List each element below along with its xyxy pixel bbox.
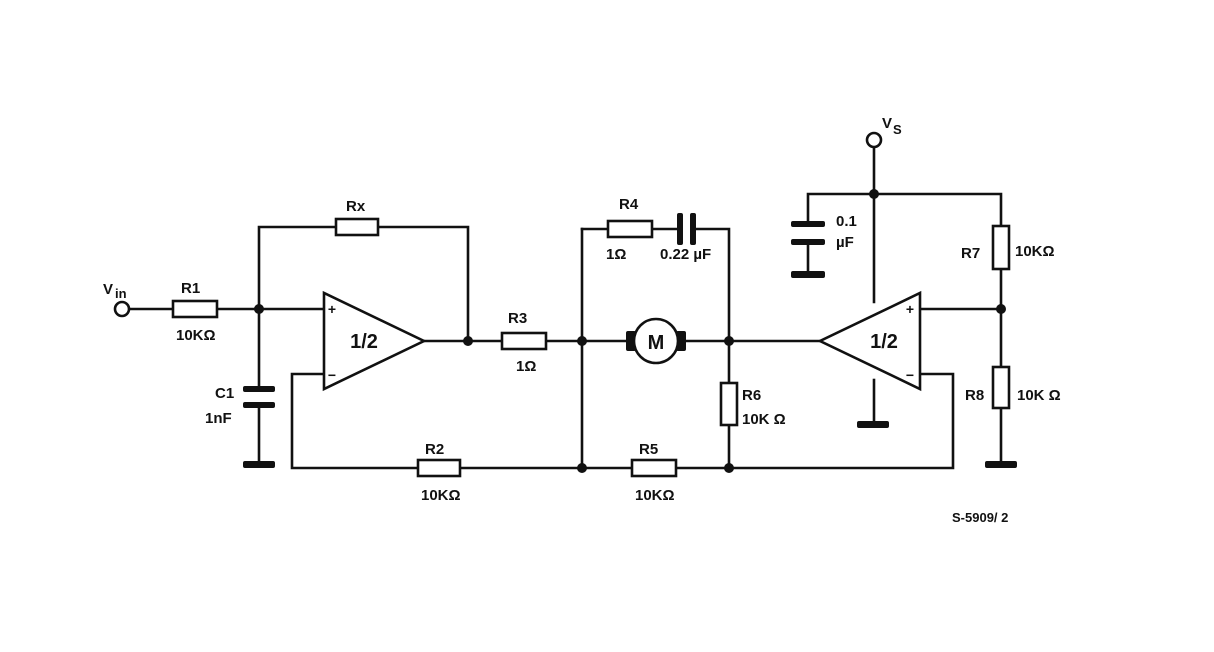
opamp-left-label: 1/2 <box>350 331 378 353</box>
input-label: V in <box>103 281 127 301</box>
resistor-r5 <box>630 458 678 478</box>
motor-body <box>632 317 680 365</box>
resistor-r4 <box>606 219 654 239</box>
r7-name: R7 <box>961 245 980 262</box>
input-subscript: in <box>115 286 127 301</box>
capacitor-plate <box>791 221 825 227</box>
capacitor-r4-series <box>677 213 696 245</box>
capacitor-supply <box>791 221 825 245</box>
resistor-r6 <box>719 381 739 427</box>
junction <box>463 336 473 346</box>
r8-name: R8 <box>965 387 984 404</box>
r4-name: R4 <box>619 196 639 213</box>
c-r4-value: 0.22 µF <box>660 246 711 263</box>
resistor-r1 <box>171 299 219 319</box>
junctions <box>254 189 1006 473</box>
ground-supply-cap <box>791 271 825 278</box>
c-supply-value-2: µF <box>836 234 854 251</box>
r1-name: R1 <box>181 280 200 297</box>
r6-value: 10K Ω <box>742 411 786 428</box>
resistor-r8 <box>991 365 1011 410</box>
r4-value: 1Ω <box>606 246 626 263</box>
junction <box>577 336 587 346</box>
r6-name: R6 <box>742 387 761 404</box>
junction <box>996 304 1006 314</box>
junction <box>254 304 264 314</box>
input-symbol: V <box>103 281 113 298</box>
r7-value: 10KΩ <box>1015 243 1055 260</box>
motor: M <box>626 317 686 365</box>
ground-r8 <box>985 461 1017 468</box>
resistor-r3 <box>500 331 548 351</box>
supply-subscript: S <box>893 122 902 137</box>
r5-value: 10KΩ <box>635 487 675 504</box>
junction <box>724 336 734 346</box>
supply-terminal <box>865 131 883 149</box>
capacitor-plate <box>243 386 275 392</box>
capacitor-plate <box>243 402 275 408</box>
resistor-r2 <box>416 458 462 478</box>
capacitor-c1 <box>243 386 275 408</box>
supply-symbol: V <box>882 115 892 132</box>
junction <box>577 463 587 473</box>
r2-name: R2 <box>425 441 444 458</box>
wire-supply <box>806 146 1003 464</box>
opamp-right <box>816 290 922 392</box>
ground-c1 <box>243 461 275 468</box>
wire-r4-branch <box>580 227 731 343</box>
wires <box>128 146 1003 470</box>
supply-label: V S <box>882 115 902 137</box>
opamp-right-plus: + <box>906 301 914 317</box>
r1-value: 10KΩ <box>176 327 216 344</box>
opamp-left-plus: + <box>328 301 336 317</box>
junction <box>869 189 879 199</box>
r2-value: 10KΩ <box>421 487 461 504</box>
r3-value: 1Ω <box>516 358 536 375</box>
figure-reference: S-5909/ 2 <box>952 510 1008 525</box>
wire-rx-loop <box>257 225 470 343</box>
capacitor-plate <box>791 239 825 245</box>
capacitor-plate <box>677 213 683 245</box>
ground-opamp-right <box>857 421 889 428</box>
rx-name: Rx <box>346 198 366 215</box>
r8-value: 10K Ω <box>1017 387 1061 404</box>
opamp-right-minus: − <box>906 367 914 383</box>
junction <box>724 463 734 473</box>
r5-name: R5 <box>639 441 658 458</box>
capacitor-plate <box>690 213 696 245</box>
resistor-r7 <box>991 224 1011 271</box>
c1-name: C1 <box>215 385 234 402</box>
input-terminal <box>113 300 131 318</box>
resistor-rx <box>334 217 380 237</box>
opamp-right-label: 1/2 <box>870 331 898 353</box>
wire-bottom <box>290 372 955 470</box>
c1-value: 1nF <box>205 410 232 427</box>
opamp-left <box>322 290 428 392</box>
motor-label: M <box>648 332 665 354</box>
opamp-left-minus: − <box>328 367 336 383</box>
c-supply-value-1: 0.1 <box>836 213 857 230</box>
r3-name: R3 <box>508 310 527 327</box>
